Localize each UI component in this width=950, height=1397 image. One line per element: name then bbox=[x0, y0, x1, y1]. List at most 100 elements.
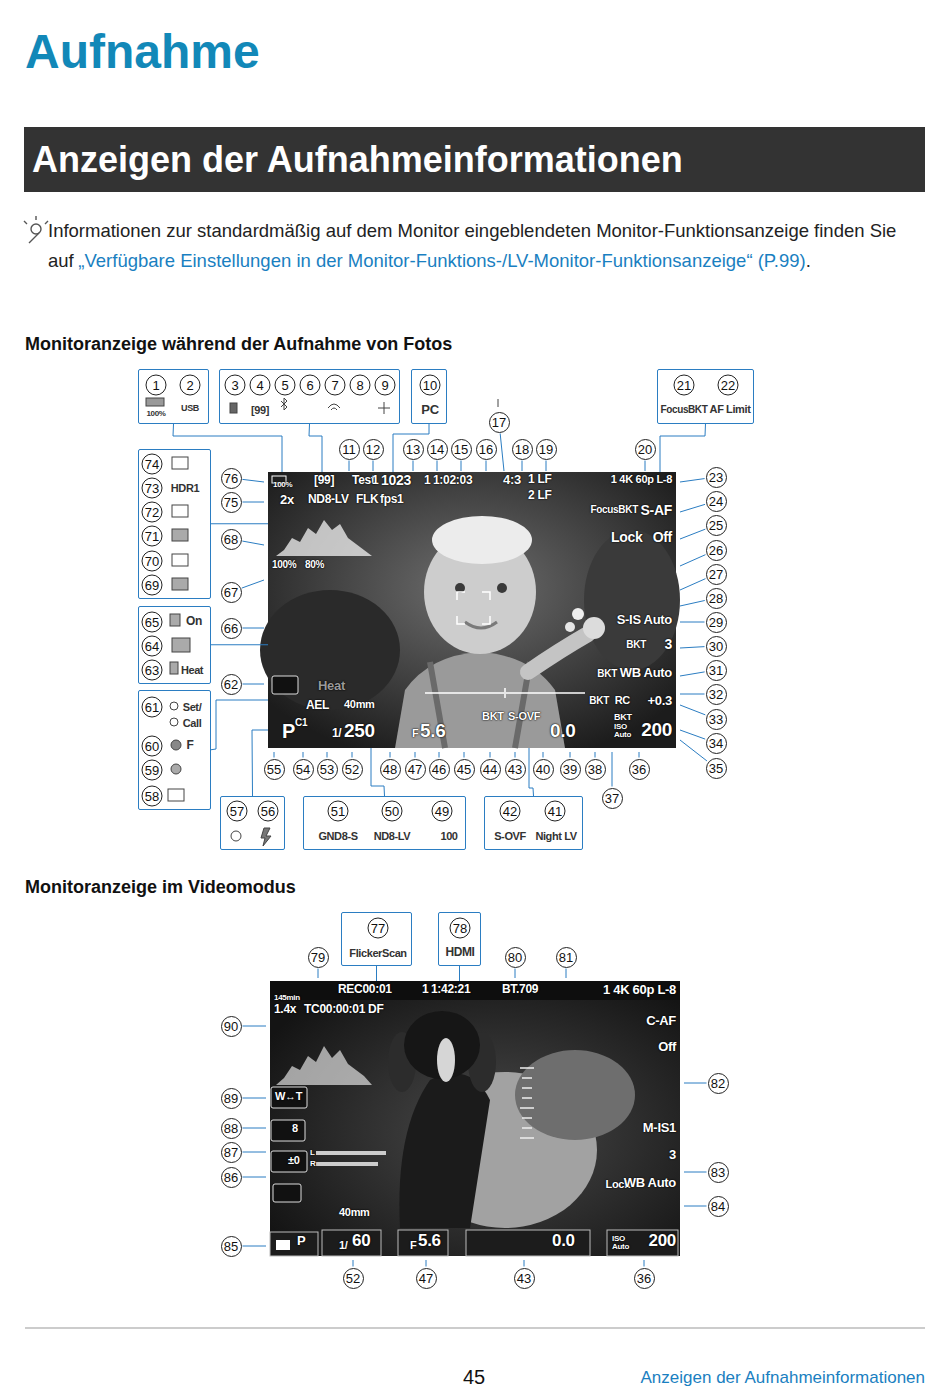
icon-label: S-OVF bbox=[494, 830, 526, 842]
callout-group: 61605958Set/CallF bbox=[138, 690, 212, 810]
callout-number: 79 bbox=[308, 947, 329, 968]
callout-number: 30 bbox=[706, 636, 727, 657]
callout-number: 14 bbox=[427, 439, 448, 460]
video-screen-image-part bbox=[316, 1162, 378, 1166]
screen-indicator: 145min bbox=[274, 994, 300, 1002]
screen-indicator: 1/ bbox=[332, 727, 341, 740]
leader-line bbox=[524, 1260, 525, 1267]
video-screen-image-part bbox=[271, 1151, 307, 1172]
callout-number: 49 bbox=[432, 801, 453, 822]
screen-indicator: RC bbox=[615, 695, 630, 707]
icon-label: FocusBKT bbox=[661, 404, 708, 415]
callout-number: 54 bbox=[293, 759, 314, 780]
callout-number: 4 bbox=[250, 375, 271, 396]
leader-line bbox=[415, 752, 416, 758]
screen-indicator: F bbox=[412, 728, 418, 740]
box-icons-part bbox=[230, 403, 237, 413]
photo-screen-image-part bbox=[260, 590, 400, 710]
screen-indicator: 1 bbox=[424, 474, 430, 487]
screen-indicator: 200 bbox=[649, 1232, 676, 1250]
screen-indicator: ISO Auto bbox=[612, 1235, 632, 1250]
callout-number: 58 bbox=[142, 786, 163, 807]
video-screen-image-part bbox=[607, 1230, 678, 1256]
screen-indicator: fps1 bbox=[380, 493, 403, 506]
callout-number: 46 bbox=[429, 759, 450, 780]
screen-indicator: W↔T bbox=[275, 1091, 302, 1103]
callout-number: 43 bbox=[505, 759, 526, 780]
callout-number: 76 bbox=[221, 468, 242, 489]
box-icons-part bbox=[328, 404, 340, 410]
leader-line bbox=[522, 461, 523, 472]
screen-indicator: AEL bbox=[306, 699, 329, 712]
callout-number: 73 bbox=[142, 478, 163, 499]
callout-group: 77FlickerScan bbox=[341, 912, 412, 966]
screen-indicator: 1 LF bbox=[528, 473, 551, 486]
leader-line bbox=[390, 752, 391, 758]
screen-indicator: 40mm bbox=[344, 699, 375, 711]
video-screen-image-part bbox=[276, 1046, 372, 1085]
box-icons-part bbox=[170, 702, 178, 710]
callout-number: 44 bbox=[480, 759, 501, 780]
callout-number: 69 bbox=[142, 575, 163, 596]
box-icons-part bbox=[172, 457, 188, 469]
leader-line bbox=[437, 461, 438, 472]
callout-number: 61 bbox=[142, 697, 163, 718]
leader-line bbox=[439, 752, 440, 758]
callout-number: 63 bbox=[142, 660, 163, 681]
screen-indicator: 2x bbox=[280, 493, 294, 507]
callout-group: 3456789[99] bbox=[219, 369, 400, 424]
callout-number: 70 bbox=[142, 551, 163, 572]
callout-group: 515049GND8-SND8-LV100 bbox=[303, 796, 466, 850]
callout-number: 36 bbox=[634, 1268, 655, 1289]
leader-line bbox=[566, 969, 567, 979]
callout-number: 86 bbox=[221, 1167, 242, 1188]
icon-label: On bbox=[186, 615, 202, 628]
icon-label: PC bbox=[421, 403, 438, 417]
leader-line bbox=[274, 752, 275, 758]
box-icons-part bbox=[172, 529, 188, 541]
callout-number: 78 bbox=[450, 918, 471, 939]
box-icons-part bbox=[170, 614, 180, 626]
leader-line bbox=[680, 479, 705, 482]
callout-number: 13 bbox=[403, 439, 424, 460]
callout-number: 72 bbox=[142, 502, 163, 523]
leader-line bbox=[327, 752, 328, 758]
callout-number: 2 bbox=[180, 375, 201, 396]
leader-line bbox=[461, 461, 462, 472]
callout-number: 20 bbox=[635, 439, 656, 460]
callout-number: 16 bbox=[476, 439, 497, 460]
screen-indicator: P bbox=[297, 1234, 305, 1248]
callout-number: 33 bbox=[706, 709, 727, 730]
callout-group: 4241S-OVFNight LV bbox=[484, 796, 583, 850]
screen-indicator: WB Auto bbox=[624, 1176, 676, 1190]
leader-line bbox=[426, 1260, 427, 1267]
screen-indicator: R bbox=[310, 1160, 315, 1168]
band-heading: Anzeigen der Aufnahmeinformationen bbox=[32, 127, 683, 192]
icon-label: ND8-LV bbox=[374, 830, 411, 842]
screen-indicator: ±0 bbox=[288, 1155, 300, 1167]
box-icons-part bbox=[498, 399, 499, 407]
box-icons-part bbox=[171, 740, 181, 750]
leader-line bbox=[243, 502, 265, 503]
leader-line bbox=[684, 1083, 707, 1084]
leader-line bbox=[352, 752, 353, 758]
callout-number: 43 bbox=[514, 1268, 535, 1289]
screen-indicator: Heat bbox=[318, 679, 345, 693]
screen-indicator: 1 4K 60p L-8 bbox=[603, 983, 676, 997]
screen-indicator: 5.6 bbox=[418, 1232, 441, 1250]
callout-number: 12 bbox=[363, 439, 384, 460]
connector-line bbox=[393, 424, 429, 472]
photo-monitor-screen: 100%[99]Test1102311:02:034:31 LF2 LF1 4K… bbox=[268, 472, 676, 748]
callout-number: 11 bbox=[339, 439, 360, 460]
photo-screen-image-part bbox=[497, 583, 507, 593]
screen-indicator: S-IS Auto bbox=[617, 613, 672, 627]
photo-screen-image-part bbox=[432, 516, 532, 564]
leader-line bbox=[680, 622, 705, 623]
callout-number: 39 bbox=[560, 759, 581, 780]
icon-label: HDR1 bbox=[171, 482, 199, 494]
photo-screen-image-part bbox=[572, 608, 584, 620]
screen-indicator: BKT bbox=[614, 713, 632, 722]
leader-line bbox=[543, 752, 544, 758]
screen-indicator: 1 bbox=[372, 474, 378, 487]
photo-screen-image-part bbox=[584, 530, 680, 670]
